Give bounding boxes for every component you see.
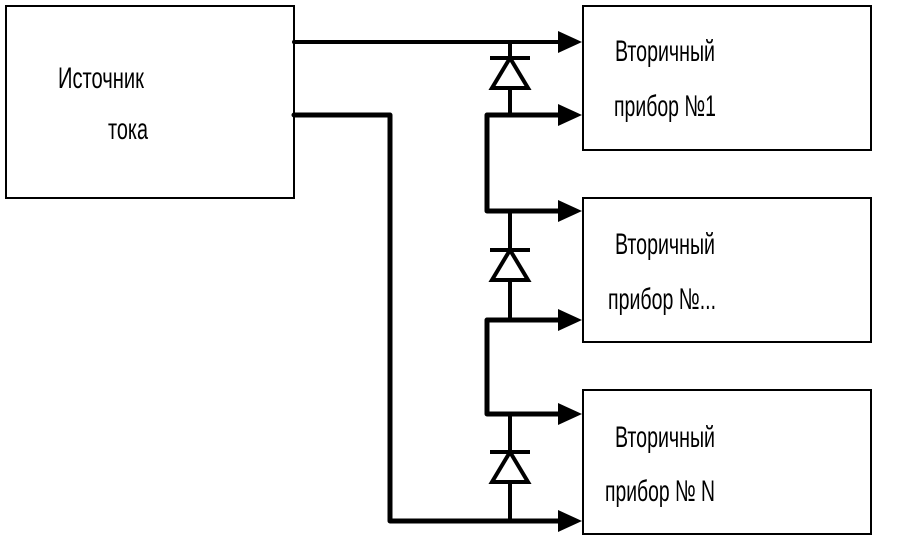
source-label-line2: тока (108, 113, 148, 146)
arrow-icon (558, 200, 582, 222)
arrow-icon (558, 403, 582, 425)
diode-1 (488, 54, 532, 90)
diode-icon (488, 246, 532, 282)
device-3-label-line1: Вторичный (615, 421, 715, 454)
device-1-box (582, 5, 872, 151)
device-1-label-line1: Вторичный (615, 35, 715, 68)
arrow-icon (558, 510, 582, 532)
wire-device-1-to-device-2 (484, 112, 565, 214)
arrow-icon (558, 104, 582, 126)
device-3-box (582, 389, 872, 535)
arrow-icon (558, 309, 582, 331)
wire-device-2-to-device-3 (484, 317, 565, 417)
device-2-label-line1: Вторичный (615, 228, 715, 261)
source-label-line1: Источник (58, 62, 145, 95)
current-source-box (5, 5, 295, 199)
wire-source-return (291, 112, 565, 524)
device-2-label-line2: прибор №... (608, 283, 716, 316)
diode-icon (488, 54, 532, 90)
diode-3 (488, 448, 532, 484)
secondary-device-3: Вторичный прибор № N (582, 389, 872, 535)
arrow-heads (558, 31, 582, 532)
secondary-device-1: Вторичный прибор №1 (582, 5, 872, 151)
device-2-box (582, 197, 872, 343)
diode-2 (488, 246, 532, 282)
current-source-block: Источник тока (5, 5, 295, 199)
diode-icon (488, 448, 532, 484)
device-3-label-line2: прибор № N (605, 475, 715, 508)
arrow-icon (558, 31, 582, 53)
device-1-label-line2: прибор №1 (614, 90, 716, 123)
secondary-device-2: Вторичный прибор №... (582, 197, 872, 343)
